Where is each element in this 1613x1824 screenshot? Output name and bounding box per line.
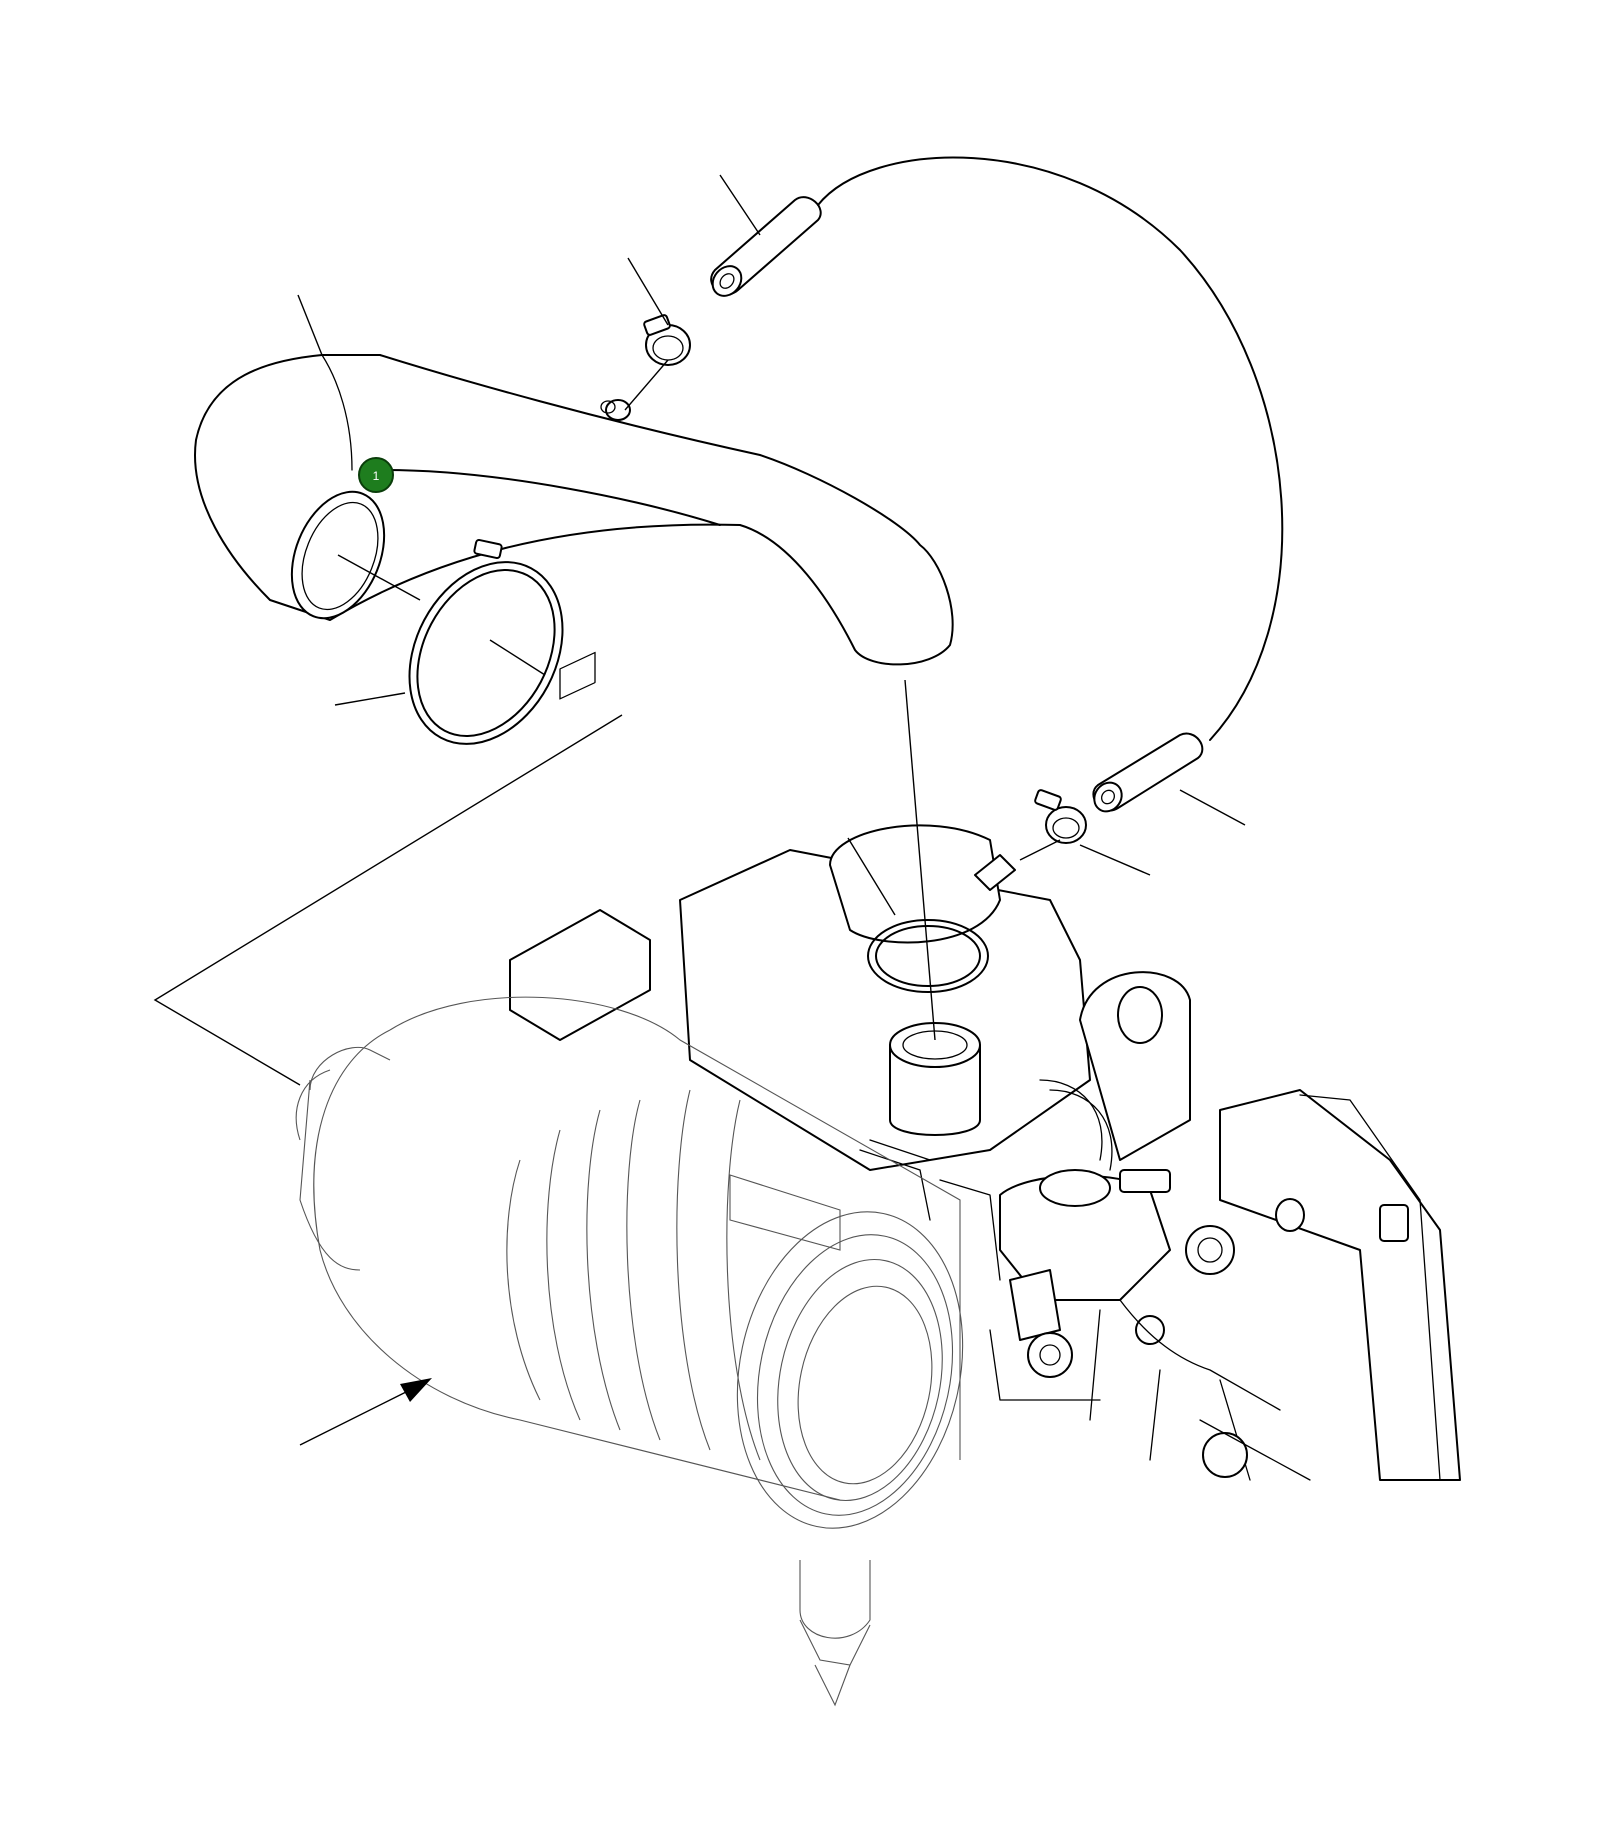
airflow-arrow: [299, 1378, 432, 1446]
callout-marker-1-circle[interactable]: [358, 457, 394, 493]
vent-tube: [817, 156, 1284, 741]
air-intake-hose: [194, 354, 954, 666]
small-hose-upper: [710, 196, 822, 297]
small-hose-lower: [1092, 732, 1204, 813]
leader-lines: [153, 174, 1246, 1086]
small-clamp-lower: [1034, 789, 1087, 844]
callout-marker-1-label: 1: [373, 469, 380, 483]
engine-assembly: [509, 651, 1461, 1481]
large-hose-clamp: [408, 539, 564, 745]
callout-marker-1[interactable]: 1: [358, 457, 394, 493]
air-filter-housing: [295, 996, 964, 1707]
